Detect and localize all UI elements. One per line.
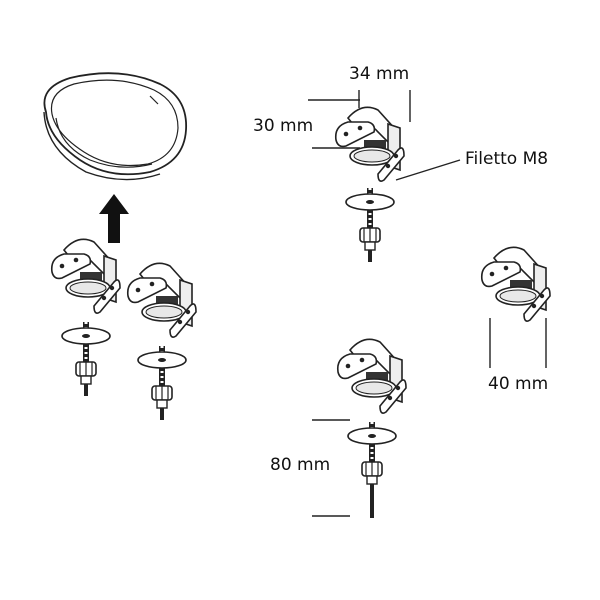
arrow-up-icon (99, 194, 129, 243)
dimension-80mm-label: 80 mm (270, 455, 331, 475)
dimension-40mm-label: 40 mm (488, 374, 549, 394)
hinge-pair-left (50, 238, 197, 420)
toilet-seat-illustration (43, 72, 187, 181)
hinge-dimension-top (308, 90, 461, 262)
thread-m8-label: Filetto M8 (465, 149, 549, 169)
hinge-dimension-bottom (312, 338, 407, 518)
dimension-34mm-label: 34 mm (349, 64, 410, 84)
dimension-30mm-label: 30 mm (253, 116, 314, 136)
hinge-dimension-right (480, 246, 551, 368)
